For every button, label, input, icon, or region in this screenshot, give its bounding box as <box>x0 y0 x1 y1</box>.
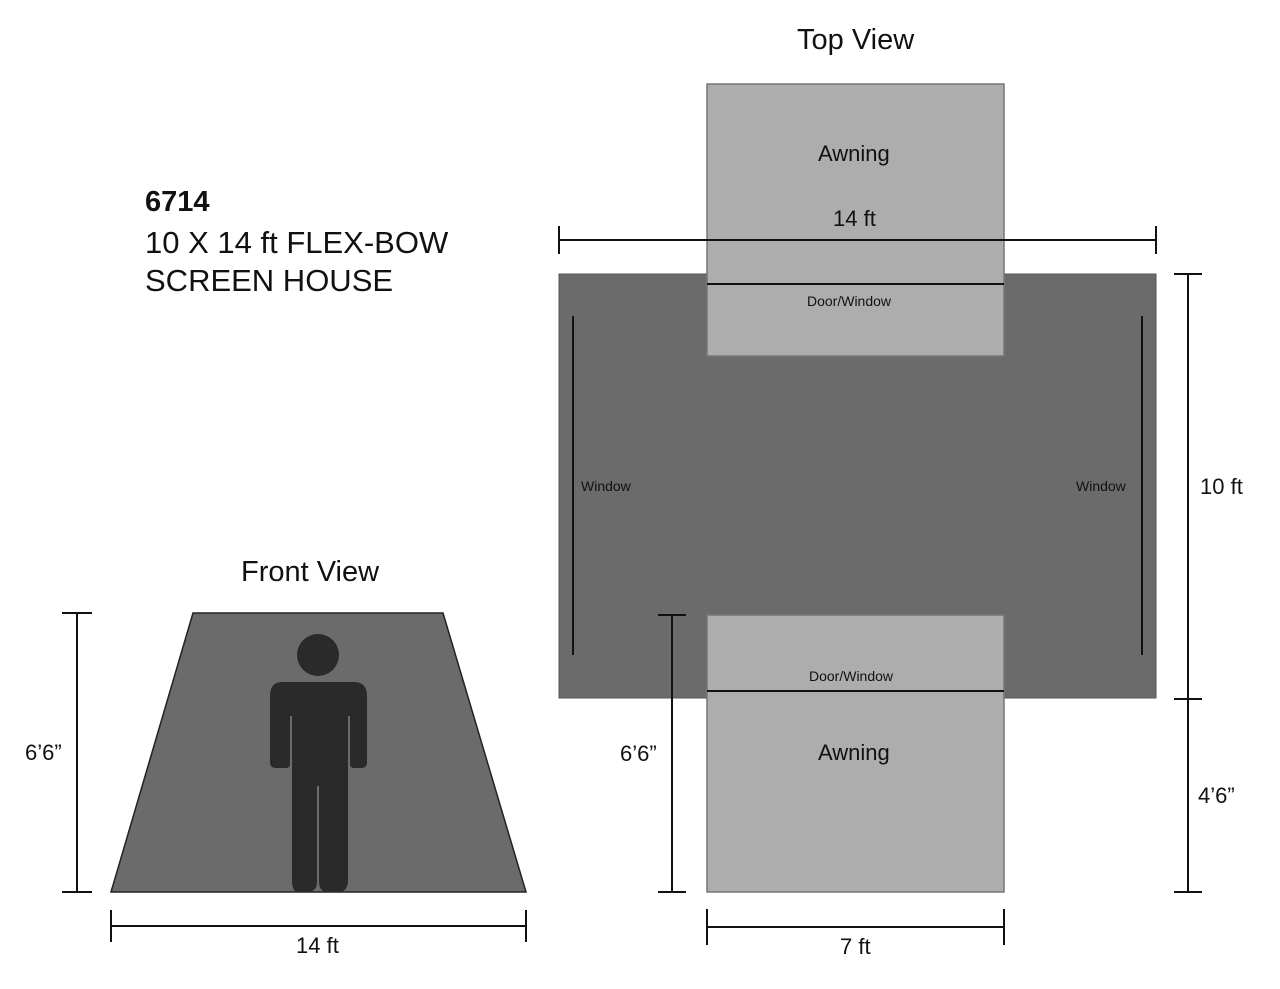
person-figure-icon <box>270 634 367 892</box>
dimension-front-height <box>62 612 92 893</box>
front-height-label: 6’6” <box>25 740 62 765</box>
front-width-label: 14 ft <box>296 933 339 958</box>
dimension-depth-right <box>1174 273 1202 893</box>
depth-label: 10 ft <box>1200 474 1243 499</box>
width-top-label: 14 ft <box>833 206 876 231</box>
front-view-title: Front View <box>241 556 380 588</box>
awning-width-label: 7 ft <box>840 934 871 959</box>
window-left-label: Window <box>581 478 631 494</box>
awning-top <box>706 83 1005 357</box>
top-view-title: Top View <box>797 24 915 56</box>
awning-bottom-label: Awning <box>818 740 890 765</box>
model-number: 6714 <box>145 186 210 218</box>
dimension-door-height <box>658 614 686 893</box>
dimension-front-width <box>110 910 527 942</box>
product-name-line2: SCREEN HOUSE <box>145 263 394 298</box>
door-bottom-label: Door/Window <box>809 668 894 684</box>
awning-depth-label: 4’6” <box>1198 783 1235 808</box>
dimension-awning-width <box>706 909 1005 945</box>
dimension-width-top <box>558 226 1157 254</box>
door-top-label: Door/Window <box>807 293 892 309</box>
awning-bottom <box>706 614 1005 893</box>
awning-top-label: Awning <box>818 141 890 166</box>
window-right-label: Window <box>1076 478 1126 494</box>
product-name-line1: 10 X 14 ft FLEX-BOW <box>145 225 449 260</box>
door-height-label: 6’6” <box>620 741 657 766</box>
